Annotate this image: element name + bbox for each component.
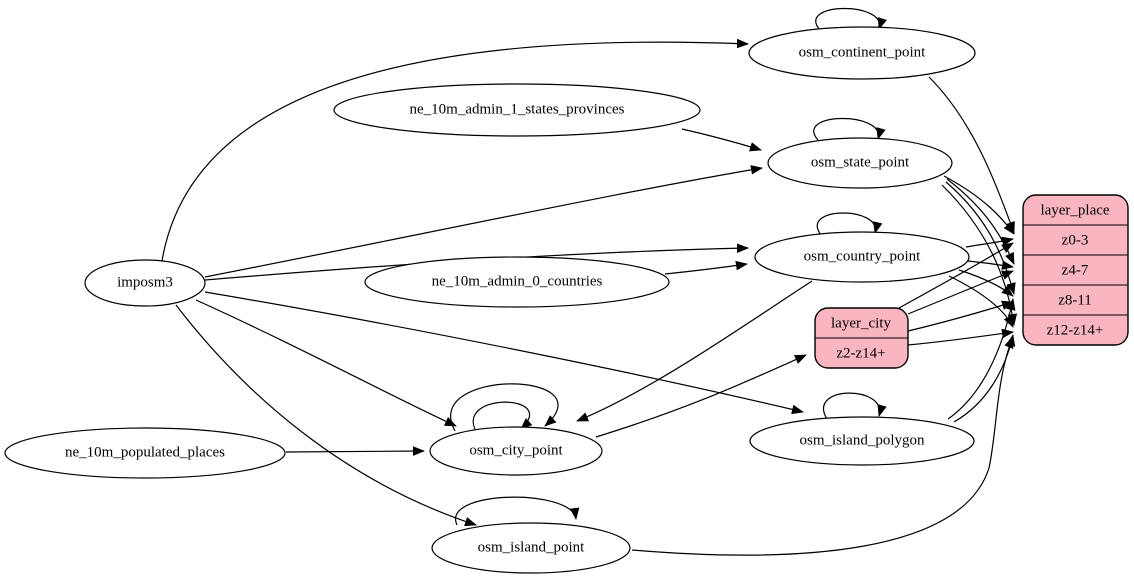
edge-osm_state_point-self (813, 117, 886, 141)
edge-osm_city_point-self-outer (450, 383, 559, 432)
node-osm_island_polygon: osm_island_polygon (749, 416, 975, 466)
edge-osm_country_point-to-layer_place-z8-11 (958, 269, 1014, 297)
node-osm_city_point-label: osm_city_point (469, 442, 563, 458)
edge-imposm3-to-osm_island_polygon (204, 291, 804, 415)
edge-layer_city-to-layer_place-z12-z14 (907, 328, 1014, 346)
edge-ne_10m_admin_0_countries-to-osm_country_point (664, 260, 748, 275)
edge-osm_island_point-self (454, 496, 580, 526)
node-osm_island_point-shape (431, 522, 631, 574)
edge-osm_island_polygon-self (823, 392, 887, 420)
node-ne_10m_populated_places-label: ne_10m_populated_places (65, 444, 225, 460)
node-imposm3-label: imposm3 (117, 274, 173, 290)
edge-imposm3-to-osm_city_point (195, 299, 457, 427)
node-osm_island_point-label: osm_island_point (478, 539, 586, 555)
record-layer_city: layer_city z2-z14+ (814, 307, 909, 369)
record-layer_place-row-z8-11: z8-11 (1058, 292, 1092, 308)
record-layer_city-title: layer_city (831, 315, 891, 331)
edge-osm_island_polygon-to-layer_place-z12-z14 (953, 334, 1016, 423)
node-osm_city_point-shape (429, 426, 603, 476)
node-ne_10m_admin_0_countries-shape (364, 256, 670, 308)
node-imposm3: imposm3 (84, 259, 206, 307)
edge-osm_country_point-to-osm_city_point (576, 280, 813, 422)
node-osm_island_point: osm_island_point (431, 522, 631, 574)
edge-layer_city-to-layer_place-z0-3 (898, 242, 1014, 309)
record-layer_place-row-z4-7: z4-7 (1062, 262, 1089, 278)
edge-osm_country_point-self (816, 212, 883, 236)
node-osm_state_point: osm_state_point (767, 137, 953, 189)
node-osm_state_point-shape (767, 137, 953, 189)
node-osm_country_point-shape (754, 231, 970, 283)
node-osm_island_polygon-label: osm_island_polygon (799, 432, 925, 448)
node-osm_continent_point-label: osm_continent_point (799, 44, 926, 60)
node-ne_10m_admin_1_states_provinces-shape (333, 83, 701, 137)
edge-osm_city_point-self-inner (472, 401, 533, 434)
node-osm_state_point-label: osm_state_point (811, 154, 910, 170)
edge-layer_city-to-layer_place-z8-11 (907, 300, 1014, 332)
node-osm_city_point: osm_city_point (429, 426, 603, 476)
edge-osm_city_point-to-layer_city-z2-z14 (595, 354, 807, 438)
edge-osm_country_point-to-layer_place-z0-3 (965, 236, 1014, 248)
node-osm_continent_point: osm_continent_point (748, 26, 976, 80)
node-osm_country_point: osm_country_point (754, 231, 970, 283)
edge-layer_city-to-layer_place-z4-7 (907, 270, 1014, 315)
node-ne_10m_admin_1_states_provinces: ne_10m_admin_1_states_provinces (333, 83, 701, 137)
node-ne_10m_populated_places: ne_10m_populated_places (4, 427, 286, 479)
edge-imposm3-to-osm_state_point (204, 165, 763, 278)
nodes: imposm3 ne_10m_admin_1_states_provinces … (4, 26, 1129, 574)
record-layer_city-row-z2-z14: z2-z14+ (836, 345, 885, 361)
node-osm_continent_point-shape (748, 26, 976, 80)
edge-imposm3-to-osm_continent_point (161, 38, 749, 262)
edge-ne_10m_admin_1_states_provinces-to-osm_state_point (681, 128, 762, 152)
record-layer_place: layer_place z0-3 z4-7 z8-11 z12-z14+ (1022, 194, 1129, 346)
edge-osm_island_polygon-to-layer_place-z8-11 (947, 298, 1016, 420)
edge-osm_state_point-to-layer_place-z0-3 (943, 175, 1015, 235)
record-layer_place-shape (1022, 194, 1129, 346)
edge-osm_state_point-to-layer_place-z12-z14 (941, 184, 1018, 326)
edge-osm_island_point-to-layer_place-z12-z14 (631, 336, 1014, 556)
edge-osm_country_point-to-layer_place-z4-7 (967, 260, 1014, 270)
edge-osm_country_point-to-layer_place-z12-z14 (948, 275, 1014, 328)
edge-imposm3-to-osm_island_point (175, 304, 477, 527)
edge-ne_10m_populated_places-to-osm_city_point (285, 446, 425, 456)
edges (161, 7, 1018, 556)
node-ne_10m_populated_places-shape (4, 427, 286, 479)
edge-osm_state_point-to-layer_place-z4-7 (946, 178, 1015, 265)
record-layer_place-row-z12-z14: z12-z14+ (1047, 322, 1104, 338)
node-ne_10m_admin_0_countries: ne_10m_admin_0_countries (364, 256, 670, 308)
node-imposm3-shape (84, 259, 206, 307)
record-layer_place-title: layer_place (1040, 202, 1109, 218)
edge-osm_continent_point-to-layer_place-z0-3 (928, 76, 1015, 234)
node-ne_10m_admin_1_states_provinces-label: ne_10m_admin_1_states_provinces (410, 101, 625, 117)
node-osm_island_polygon-shape (749, 416, 975, 466)
node-osm_country_point-label: osm_country_point (804, 248, 921, 264)
record-layer_place-row-z0-3: z0-3 (1062, 232, 1089, 248)
edge-osm_continent_point-self (815, 7, 887, 31)
node-ne_10m_admin_0_countries-label: ne_10m_admin_0_countries (432, 273, 603, 289)
